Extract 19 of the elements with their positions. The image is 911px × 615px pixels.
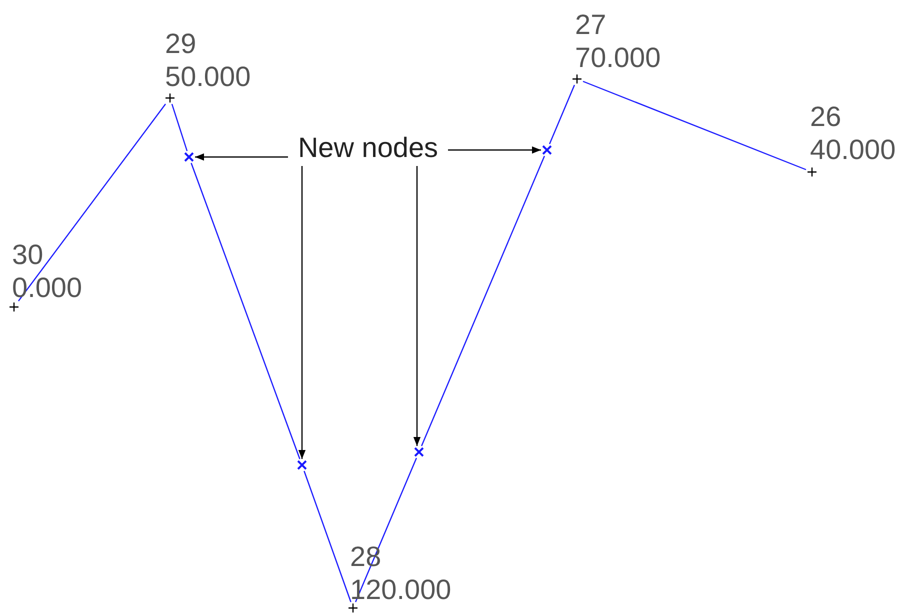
arrow [413, 166, 421, 446]
vertex-value: 70.000 [575, 41, 661, 74]
line-segment [171, 104, 188, 152]
vertex-value: 40.000 [810, 133, 896, 166]
line-segment [18, 104, 166, 302]
vertex-number: 27 [575, 8, 608, 41]
vertex-number: 26 [810, 100, 842, 133]
line-segment [304, 470, 352, 602]
line-segment [190, 162, 300, 460]
arrow [195, 153, 288, 161]
arrow [448, 146, 541, 154]
vertex-number: 29 [165, 27, 198, 60]
arrow [298, 166, 306, 459]
line-segment [548, 84, 576, 144]
callout-text: New nodes [298, 131, 438, 165]
line-segment [582, 80, 806, 170]
line-segment [421, 156, 545, 446]
vertex-number: 30 [12, 238, 44, 271]
vertex-value: 50.000 [165, 60, 251, 93]
